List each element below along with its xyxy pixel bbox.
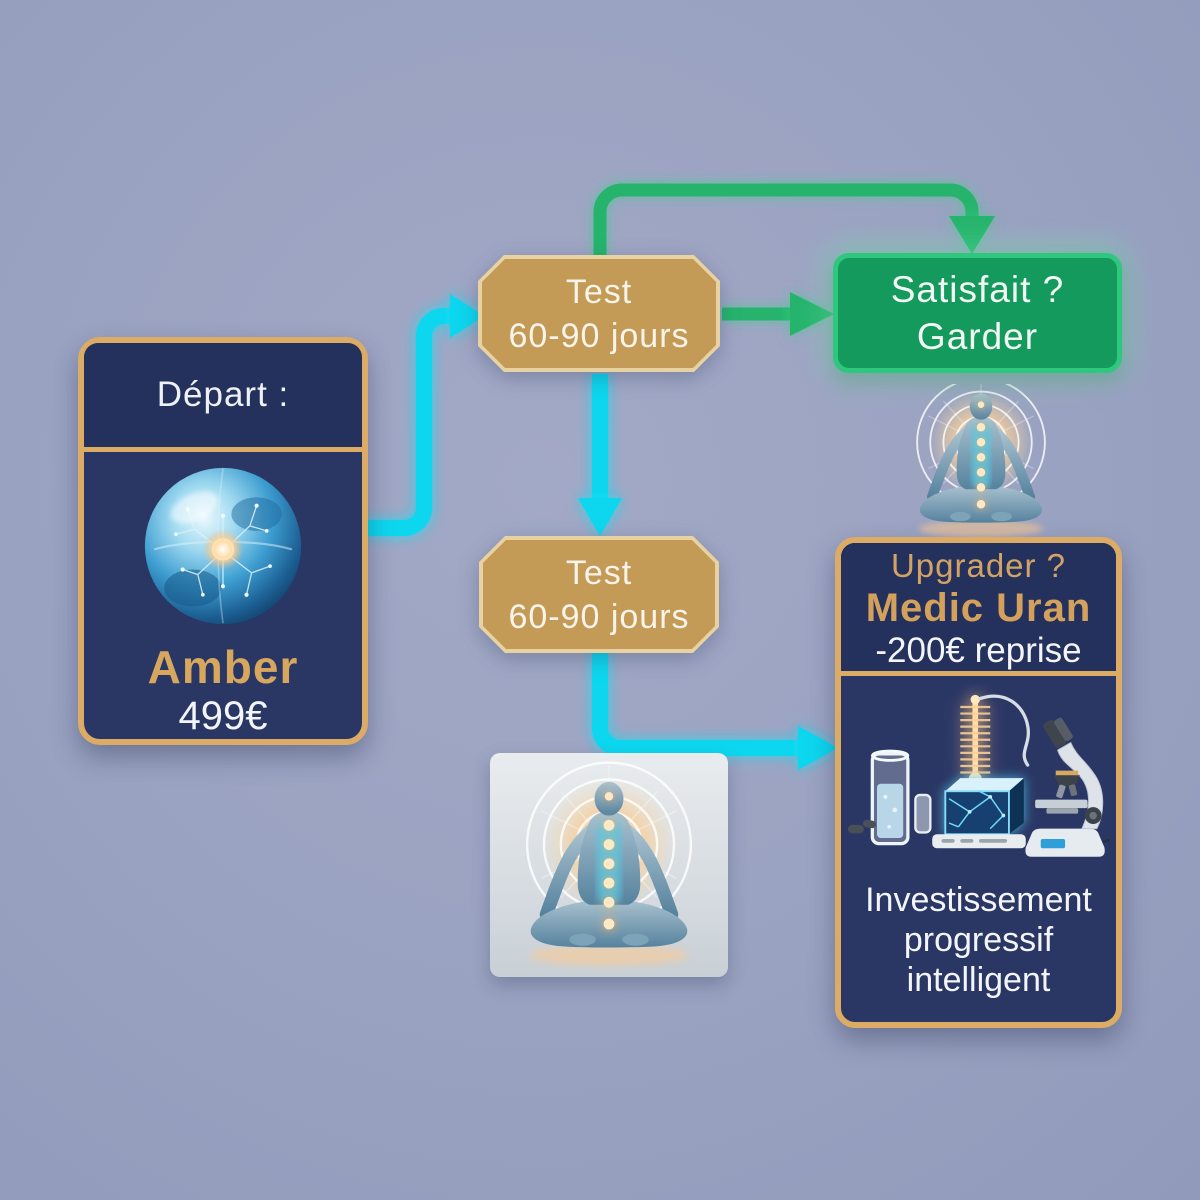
meditation-image-small	[888, 384, 1074, 540]
keep-line2: Garder	[916, 316, 1039, 357]
upgrade-product-name: Medic Uran	[865, 586, 1092, 630]
test-top-badge: Test 60-90 jours	[478, 255, 720, 372]
depart-product-price: 499€	[178, 694, 268, 738]
test-bottom-badge-face: Test 60-90 jours	[483, 540, 715, 649]
upgrade-caption: Investissement progressif intelligent	[865, 881, 1092, 1000]
upgrade-card-body: Investissement progressif intelligent	[841, 676, 1116, 1022]
green-loop-test-to-keep	[593, 183, 979, 258]
depart-card-body: Amber 499€	[84, 452, 362, 739]
depart-card-header: Départ :	[84, 343, 362, 452]
keep-line1: Satisfait ?	[890, 269, 1065, 310]
test-top-line2: 60-90 jours	[508, 316, 690, 355]
test-top-line1: Test	[565, 272, 633, 311]
green-arrowhead-right	[790, 292, 834, 336]
lab-equipment-image	[847, 684, 1110, 876]
crystal-orb-image	[139, 462, 307, 630]
cyan-arrow-test-to-upgrade	[592, 650, 798, 756]
test-bottom-badge: Test 60-90 jours	[479, 536, 719, 653]
depart-card: Départ :	[78, 337, 368, 745]
upgrade-question: Upgrader ?	[890, 547, 1067, 584]
cyan-arrowhead-down	[578, 498, 622, 536]
cyan-arrowhead-right-1	[450, 294, 484, 338]
keep-box: Satisfait ? Garder	[833, 253, 1122, 373]
green-arrowhead-down	[949, 216, 995, 254]
depart-product-name: Amber	[147, 641, 299, 693]
test-bottom-line2: 60-90 jours	[508, 597, 690, 636]
depart-title: Départ :	[156, 375, 290, 414]
cyan-arrow-depart-to-test	[360, 308, 450, 536]
test-top-badge-face: Test 60-90 jours	[482, 259, 716, 368]
upgrade-offer: -200€ reprise	[875, 631, 1082, 670]
meditation-image-large	[490, 753, 728, 977]
cyan-arrowhead-right-2	[798, 726, 838, 770]
upgrade-card-header: Upgrader ? Medic Uran -200€ reprise	[841, 543, 1116, 676]
test-bottom-line1: Test	[565, 553, 633, 592]
upgrade-card: Upgrader ? Medic Uran -200€ reprise	[835, 537, 1122, 1028]
